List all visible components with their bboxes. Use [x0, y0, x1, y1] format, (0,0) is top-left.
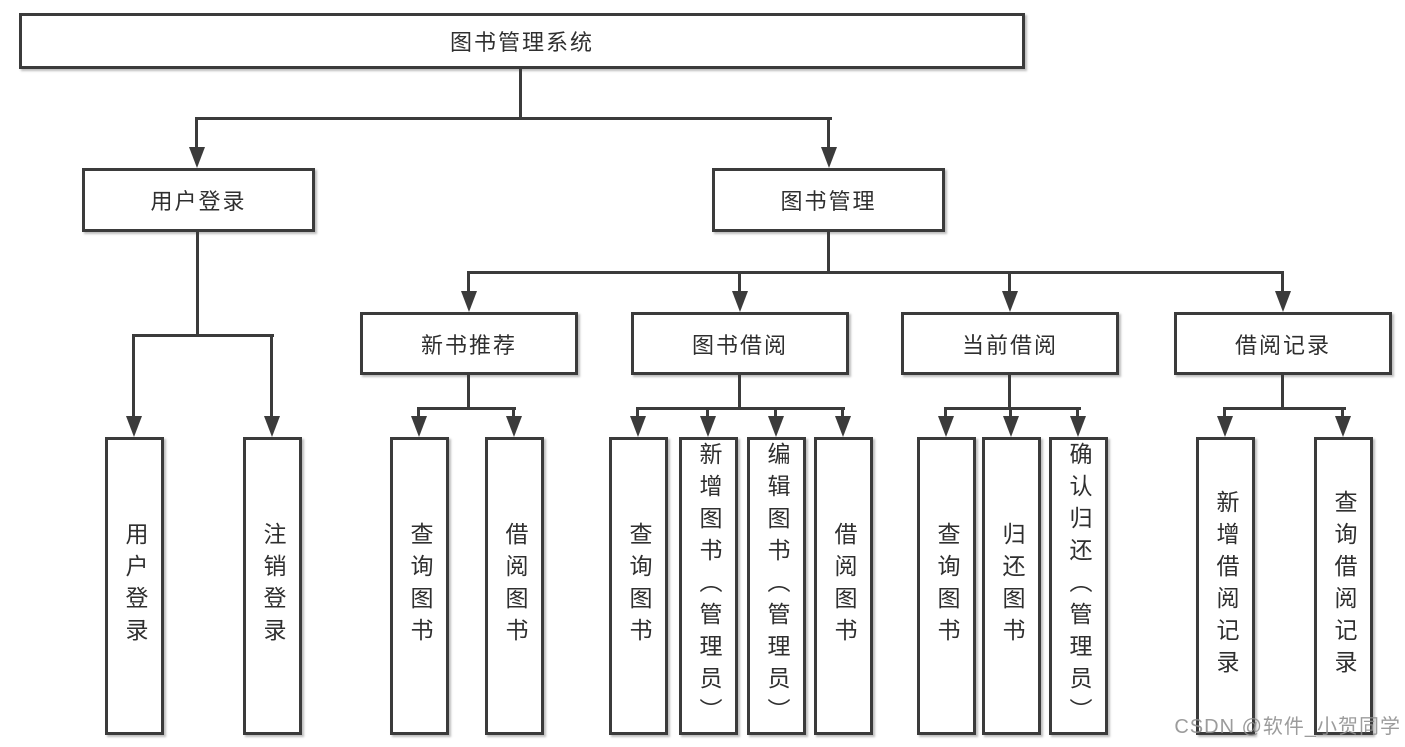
- connector-stem-book-management: [827, 231, 830, 273]
- connector-drop-leaf-query-books-2: [636, 407, 639, 417]
- arrowhead-leaf-return-book: [1003, 416, 1019, 437]
- connector-drop-new-book-recommend: [467, 271, 470, 292]
- connector-stem-book-borrow: [738, 374, 741, 409]
- connector-drop-leaf-user-login: [132, 334, 135, 417]
- leaf-confirm-return-admin: 确认归还（管理员）: [1049, 437, 1108, 735]
- leaf-query-books-3: 查询图书: [917, 437, 976, 735]
- connector-bus-level2: [195, 117, 832, 120]
- arrowhead-leaf-confirm-return: [1070, 416, 1086, 437]
- connector-bus-current-borrow-children: [944, 407, 1081, 410]
- connector-drop-leaf-return-book: [1009, 407, 1012, 417]
- node-current-borrow: 当前借阅: [901, 312, 1119, 375]
- leaf-query-books-1: 查询图书: [390, 437, 449, 735]
- connector-drop-leaf-query-books-3: [944, 407, 947, 417]
- csdn-watermark: CSDN @软件_小贺同学: [1174, 716, 1401, 738]
- connector-drop-leaf-add-book: [706, 407, 709, 417]
- leaf-borrow-books-1: 借阅图书: [485, 437, 544, 735]
- connector-stem-new-book-recommend: [467, 374, 470, 409]
- leaf-borrow-books-2: 借阅图书: [814, 437, 873, 735]
- connector-drop-leaf-borrow-books-2: [841, 407, 844, 417]
- connector-stem-current-borrow: [1008, 374, 1011, 409]
- arrowhead-leaf-query-books-1: [411, 416, 427, 437]
- connector-drop-leaf-edit-book: [774, 407, 777, 417]
- node-borrow-records: 借阅记录: [1174, 312, 1392, 375]
- connector-stem-user-login: [196, 231, 199, 336]
- arrowhead-leaf-logout: [264, 416, 280, 437]
- connector-drop-leaf-confirm-return: [1076, 407, 1079, 417]
- connector-stem-root: [519, 68, 522, 119]
- arrowhead-leaf-query-borrow-record: [1335, 416, 1351, 437]
- node-book-borrow: 图书借阅: [631, 312, 849, 375]
- connector-drop-leaf-query-books-1: [417, 407, 420, 417]
- connector-stem-borrow-records: [1281, 374, 1284, 409]
- connector-drop-leaf-logout: [270, 334, 273, 417]
- arrowhead-leaf-add-borrow-record: [1217, 416, 1233, 437]
- arrowhead-leaf-query-books-2: [630, 416, 646, 437]
- leaf-query-borrow-record: 查询借阅记录: [1314, 437, 1373, 735]
- connector-bus-book-borrow-children: [636, 407, 845, 410]
- connector-drop-leaf-add-borrow-record: [1223, 407, 1226, 417]
- connector-drop-borrow-records: [1281, 271, 1284, 292]
- arrowhead-current-borrow: [1002, 291, 1018, 312]
- node-user-login: 用户登录: [82, 168, 315, 232]
- connector-drop-book-borrow: [738, 271, 741, 292]
- arrowhead-leaf-borrow-books-1: [506, 416, 522, 437]
- connector-bus-level3: [467, 271, 1284, 274]
- connector-drop-user-login: [195, 117, 198, 148]
- leaf-query-books-2: 查询图书: [609, 437, 668, 735]
- arrowhead-new-book-recommend: [461, 291, 477, 312]
- connector-bus-borrow-records-children: [1223, 407, 1346, 410]
- node-book-management: 图书管理: [712, 168, 945, 232]
- leaf-add-book-admin: 新增图书（管理员）: [679, 437, 738, 735]
- arrowhead-leaf-user-login: [126, 416, 142, 437]
- arrowhead-leaf-query-books-3: [938, 416, 954, 437]
- connector-drop-book-management: [827, 117, 830, 148]
- leaf-return-book: 归还图书: [982, 437, 1041, 735]
- node-root-book-management-system: 图书管理系统: [19, 13, 1025, 69]
- connector-drop-leaf-borrow-books-1: [512, 407, 515, 417]
- leaf-add-borrow-record: 新增借阅记录: [1196, 437, 1255, 735]
- arrowhead-leaf-add-book: [700, 416, 716, 437]
- leaf-edit-book-admin: 编辑图书（管理员）: [747, 437, 806, 735]
- arrowhead-leaf-edit-book: [768, 416, 784, 437]
- leaf-logout: 注销登录: [243, 437, 302, 735]
- arrowhead-book-management: [821, 147, 837, 168]
- arrowhead-user-login: [189, 147, 205, 168]
- connector-bus-new-book-recommend-children: [417, 407, 516, 410]
- arrowhead-book-borrow: [732, 291, 748, 312]
- arrowhead-borrow-records: [1275, 291, 1291, 312]
- leaf-user-login: 用户登录: [105, 437, 164, 735]
- connector-drop-leaf-query-borrow-record: [1341, 407, 1344, 417]
- connector-drop-current-borrow: [1008, 271, 1011, 292]
- node-new-book-recommend: 新书推荐: [360, 312, 578, 375]
- connector-bus-user-login-children: [132, 334, 274, 337]
- arrowhead-leaf-borrow-books-2: [835, 416, 851, 437]
